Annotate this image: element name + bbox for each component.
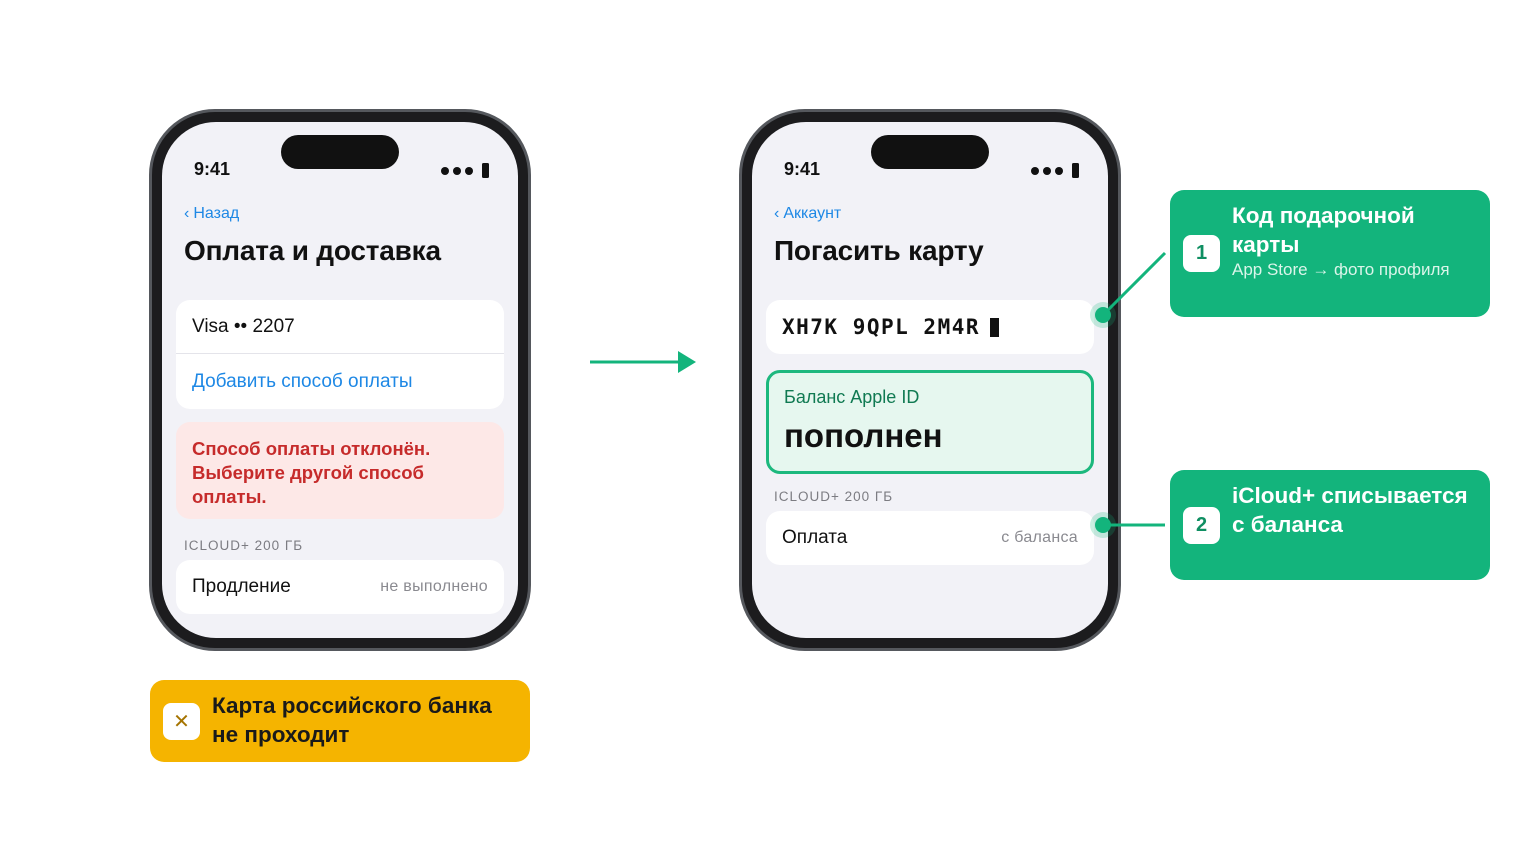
status-time: 9:41 — [194, 159, 231, 179]
signal-dot-icon — [1055, 166, 1063, 175]
payment-card-row[interactable]: Visa •• 2207 — [176, 300, 504, 354]
page-title: Погасить карту — [774, 235, 984, 266]
gift-code-field[interactable]: XH7K 9QPL 2M4R — [766, 300, 1094, 354]
step-number-badge: 2 — [1183, 507, 1220, 544]
warning-badge: ✕ Карта российского банка не проходит — [150, 680, 530, 762]
section-header: ICLOUD+ 200 ГБ — [184, 538, 304, 553]
add-payment-link[interactable]: Добавить способ оплаты — [176, 354, 504, 409]
callout-title: iCloud+ списывается с баланса — [1232, 483, 1468, 537]
payment-card-label: Visa •• 2207 — [192, 315, 295, 337]
back-button-label: Аккаунт — [783, 205, 842, 222]
add-payment-label: Добавить способ оплаты — [192, 370, 413, 392]
page-title: Оплата и доставка — [184, 235, 441, 266]
text-cursor-icon — [990, 317, 1000, 337]
phone-screen-right: 9:41 ‹Аккаунт Погасить карту XH7K 9QPL 2… — [752, 122, 1108, 638]
status-icons — [441, 163, 489, 178]
gift-code-value: XH7K 9QPL 2M4R — [782, 315, 981, 339]
signal-dot-icon — [465, 166, 473, 175]
renewal-card: Продление не выполнено — [176, 560, 504, 614]
dynamic-island — [871, 135, 989, 169]
chevron-left-icon: ‹ — [184, 205, 190, 222]
flow-arrow-icon — [590, 351, 696, 373]
chevron-left-icon: ‹ — [774, 205, 780, 222]
step-number-badge: 1 — [1183, 235, 1220, 272]
signal-dot-icon — [1043, 166, 1051, 175]
phone-frame-left: 9:41 ‹Назад Оплата и доставка Visa •• 22… — [149, 109, 531, 651]
gift-code-row: XH7K 9QPL 2M4R — [766, 300, 1094, 354]
signal-dot-icon — [453, 166, 461, 175]
phone-frame-right: 9:41 ‹Аккаунт Погасить карту XH7K 9QPL 2… — [739, 109, 1121, 651]
balance-status-box: Баланс Apple ID пополнен — [766, 370, 1094, 474]
payment-source-card: Оплата с баланса — [766, 511, 1094, 565]
phone-screen-left: 9:41 ‹Назад Оплата и доставка Visa •• 22… — [162, 122, 518, 638]
balance-value: пополнен — [784, 417, 943, 454]
status-time: 9:41 — [784, 159, 821, 179]
warning-text: Карта российского банка не проходит — [212, 693, 492, 747]
payment-label: Оплата — [782, 527, 848, 548]
renewal-label: Продление — [192, 576, 291, 597]
section-header: ICLOUD+ 200 ГБ — [774, 489, 894, 504]
callout-subtitle: App Store → фото профиля — [1232, 260, 1450, 279]
signal-dot-icon — [441, 166, 449, 175]
renewal-row[interactable]: Продление не выполнено — [176, 560, 504, 614]
battery-icon — [482, 163, 489, 178]
dynamic-island — [281, 135, 399, 169]
callout-title: Код подарочной карты — [1232, 203, 1415, 257]
close-icon: ✕ — [163, 703, 200, 740]
back-button[interactable]: ‹Назад — [184, 205, 239, 223]
renewal-status: не выполнено — [380, 578, 488, 595]
signal-dot-icon — [1031, 166, 1039, 175]
back-button-label: Назад — [193, 205, 240, 222]
back-button[interactable]: ‹Аккаунт — [774, 205, 841, 223]
balance-label: Баланс Apple ID — [784, 387, 920, 407]
callout-gift-code: 1 Код подарочной карты App Store → фото … — [1170, 190, 1490, 317]
payment-methods-card: Visa •• 2207 Добавить способ оплаты — [176, 300, 504, 409]
payment-source: с баланса — [1001, 529, 1078, 546]
payment-source-row[interactable]: Оплата с баланса — [766, 511, 1094, 565]
callout-balance-charge: 2 iCloud+ списывается с баланса — [1170, 470, 1490, 580]
payment-error-message: Способ оплаты отклонён. Выберите другой … — [176, 422, 504, 519]
battery-icon — [1072, 163, 1079, 178]
status-icons — [1031, 163, 1079, 178]
